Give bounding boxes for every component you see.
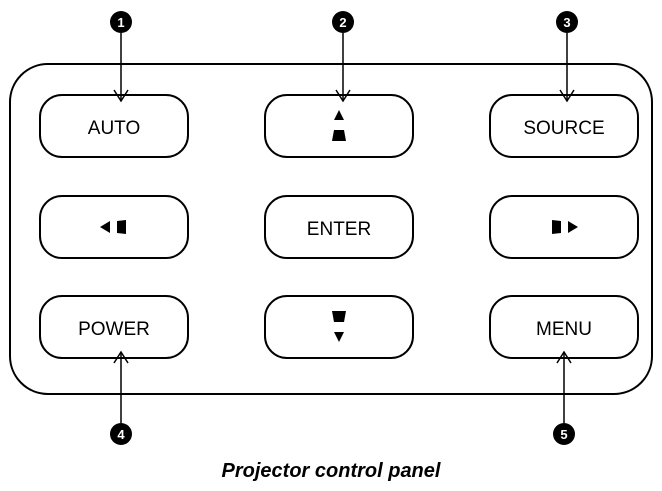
source-button[interactable]: SOURCE [489,94,639,158]
callout-1: 1 [110,11,132,103]
callout-4: 4 [110,350,132,445]
auto-button[interactable]: AUTO [39,94,189,158]
callout-number: 2 [339,15,346,30]
up-button[interactable] [264,94,414,158]
left-button[interactable] [39,195,189,259]
callout-number: 1 [117,15,124,30]
down-button[interactable] [264,295,414,359]
down-arrow-icon [332,311,346,342]
callout-number: 3 [563,15,570,30]
callout-3: 3 [556,11,578,103]
panel-outline [9,63,653,395]
menu-label: MENU [536,319,592,340]
callout-5: 5 [553,350,575,445]
left-arrow-icon [100,220,126,234]
callout-number: 5 [560,427,567,442]
source-label: SOURCE [523,118,604,139]
enter-label: ENTER [307,219,371,240]
right-arrow-icon [552,220,578,234]
up-arrow-icon [332,110,346,141]
right-button[interactable] [489,195,639,259]
power-label: POWER [78,319,150,340]
callout-number: 4 [117,427,125,442]
auto-label: AUTO [88,118,140,139]
menu-button[interactable]: MENU [489,295,639,359]
figure-caption: Projector control panel [221,460,441,482]
enter-button[interactable]: ENTER [264,195,414,259]
callout-2: 2 [332,11,354,103]
power-button[interactable]: POWER [39,295,189,359]
